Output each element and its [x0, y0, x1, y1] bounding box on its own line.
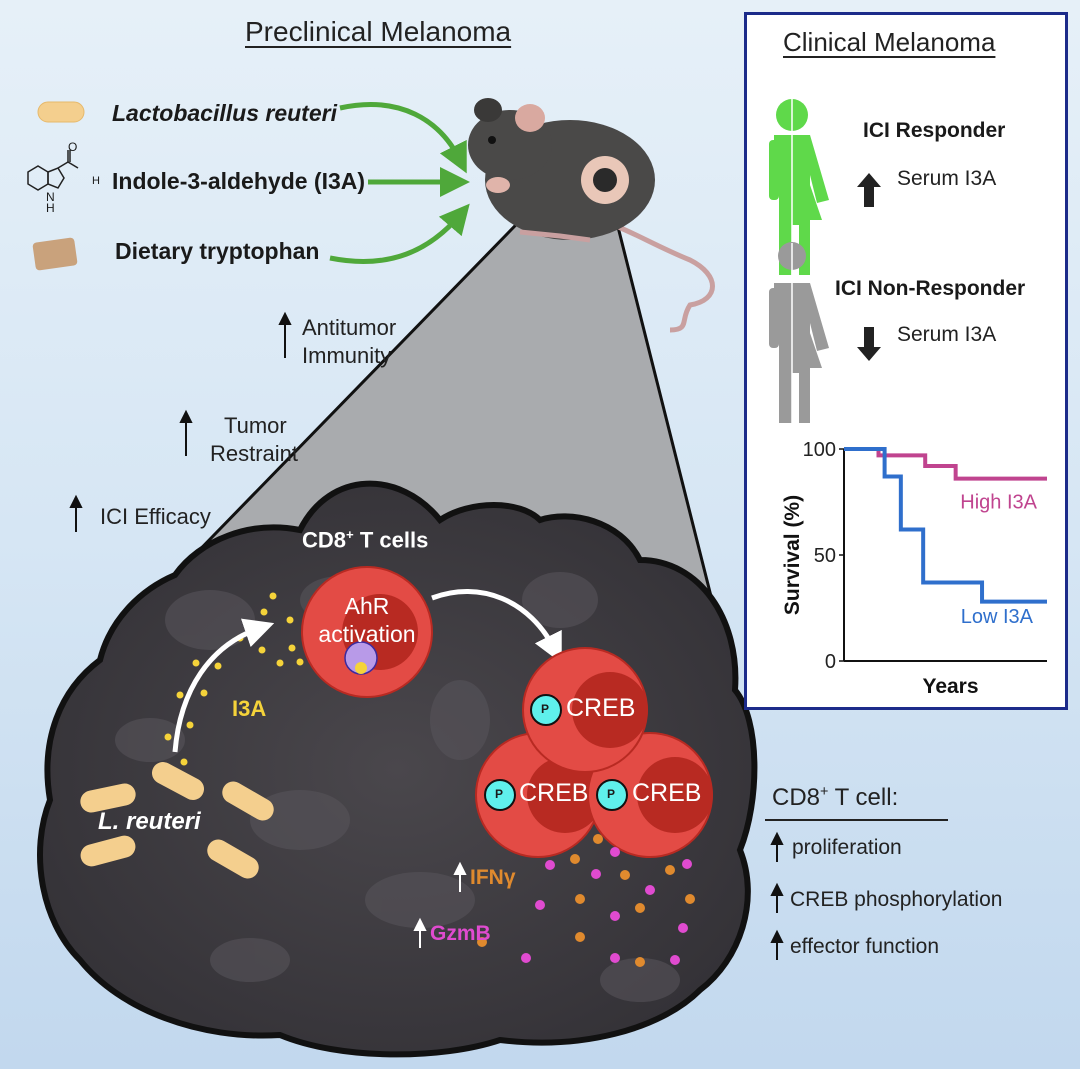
arrow-ahr-to-creb: [431, 589, 562, 664]
cd8-t-cells-label: CD8+ T cells: [302, 527, 428, 553]
ifng-label: IFNγ: [470, 866, 516, 889]
outcome-antitumor-line2: Immunity: [302, 343, 392, 368]
responder-serum: Serum I3A: [897, 167, 997, 190]
cd8-sup: +: [346, 527, 354, 542]
arrow-tryptophan-to-mouse: [329, 203, 470, 264]
cd8-suffix: T cells: [353, 527, 429, 553]
effects-title-post: T cell:: [828, 784, 899, 811]
effect-item-effector: effector function: [790, 935, 940, 958]
effects-title-pre: CD8: [772, 784, 821, 811]
mouse-illustration: [468, 98, 715, 333]
creb-label-3: CREB: [632, 779, 702, 807]
outcome-antitumor-immunity: Antitumor Immunity: [302, 314, 396, 370]
ahr-t-cell: [301, 566, 433, 698]
arrow-bacteria-to-cell: [172, 618, 275, 753]
l-reuteri-bacteria: [80, 762, 274, 879]
cytokine-up-arrows: [413, 861, 467, 948]
y-tick-label: 100: [803, 439, 836, 461]
phospho-label-2: P: [495, 787, 504, 801]
series-line-low-i3a: [844, 447, 1047, 604]
l-reuteri-label: L. reuteri: [98, 808, 201, 835]
ifng-molecules: [477, 834, 695, 967]
effects-title: CD8+ T cell:: [772, 784, 898, 812]
effect-item-proliferation: proliferation: [792, 836, 902, 859]
responder-title: ICI Responder: [863, 119, 1006, 142]
phospho-badge-2: [484, 779, 516, 811]
cd8-text: CD8: [302, 527, 347, 553]
input-arrows: [329, 102, 470, 264]
non-responder-serum: Serum I3A: [897, 323, 997, 346]
gzmb-molecules: [521, 847, 692, 965]
i3a-ligand: [355, 662, 367, 674]
outcome-tumor-line1: Tumor: [224, 413, 287, 438]
tumor-texture: [115, 572, 680, 1002]
x-axis-label: Years: [922, 675, 978, 698]
y-tick-label: 50: [814, 545, 836, 567]
food-pellet-icon: [32, 237, 78, 271]
creb-label-1: CREB: [566, 694, 636, 722]
input-label-tryptophan: Dietary tryptophan: [115, 238, 320, 264]
indole-structure-icon: [27, 150, 79, 191]
outcome-antitumor-line1: Antitumor: [302, 315, 397, 340]
creb-t-cells: [475, 647, 713, 858]
outcome-arrows: [69, 311, 292, 532]
preclinical-title: Preclinical Melanoma: [245, 16, 512, 47]
outcome-tumor-line2: Restraint: [210, 441, 299, 466]
non-responder-figure-icon: [769, 242, 829, 423]
effects-title-sup: +: [820, 784, 829, 800]
serum-up-arrow-icon: [857, 173, 881, 207]
ahr-activation-label: AhR activation: [302, 592, 432, 648]
y-axis-label: Survival (%): [781, 495, 804, 615]
bacterium-icon: [37, 101, 85, 123]
phospho-badge-1: [530, 694, 562, 726]
structure-oxygen: O: [68, 140, 78, 154]
structure-hydrogen: H: [92, 175, 100, 187]
ahr-line1: AhR: [344, 593, 390, 619]
input-label-i3a: Indole-3-aldehyde (I3A): [112, 168, 366, 194]
effect-item-creb: CREB phosphorylation: [790, 888, 1003, 911]
input-label-bacteria: Lactobacillus reuteri: [112, 100, 337, 126]
legend-low-i3a: Low I3A: [961, 606, 1034, 628]
outcome-ici-efficacy: ICI Efficacy: [100, 504, 211, 529]
gzmb-label: GzmB: [430, 922, 491, 945]
effects-arrows: [770, 831, 784, 960]
clinical-title: Clinical Melanoma: [783, 27, 996, 57]
structure-n: N: [46, 190, 55, 204]
ahr-line2: activation: [318, 621, 416, 647]
arrow-bacteria-to-mouse: [339, 102, 467, 174]
phospho-badge-3: [596, 779, 628, 811]
phospho-label-1: P: [541, 702, 550, 716]
phospho-label-3: P: [607, 787, 616, 801]
non-responder-title: ICI Non-Responder: [835, 277, 1026, 300]
legend-high-i3a: High I3A: [960, 491, 1037, 513]
series-line-high-i3a: [844, 447, 1047, 481]
creb-label-2: CREB: [519, 779, 589, 807]
serum-down-arrow-icon: [857, 327, 881, 361]
outcome-tumor-restraint: Tumor Restraint: [210, 412, 298, 468]
i3a-label: I3A: [232, 696, 267, 721]
structure-nh-h: H: [46, 201, 55, 215]
y-tick-label: 0: [825, 651, 836, 673]
